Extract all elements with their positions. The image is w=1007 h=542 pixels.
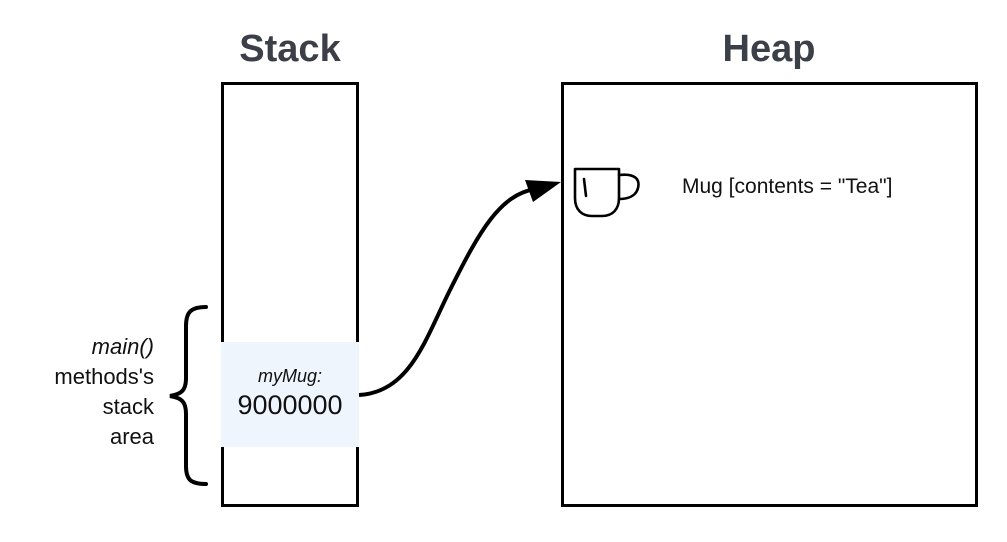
reference-arrow: [358, 187, 536, 397]
heap-title: Heap: [722, 28, 816, 70]
stack-frame-highlight: [221, 342, 359, 447]
variable-name: myMug:: [257, 366, 322, 386]
method-name: main(): [91, 334, 154, 359]
variable-value: 9000000: [237, 390, 343, 420]
curly-brace: [169, 305, 208, 486]
heap-box: [561, 82, 978, 507]
label-line-3: stack: [102, 394, 154, 419]
heap-object-label: Mug [contents = "Tea"]: [682, 175, 893, 198]
arrowhead-icon: [525, 180, 561, 202]
stack-title: Stack: [239, 28, 341, 70]
label-line-4: area: [109, 424, 154, 449]
stack-area-label: main() methods's stack area: [54, 332, 154, 452]
mug-icon: [573, 167, 640, 218]
label-line-2: methods's: [54, 364, 154, 389]
